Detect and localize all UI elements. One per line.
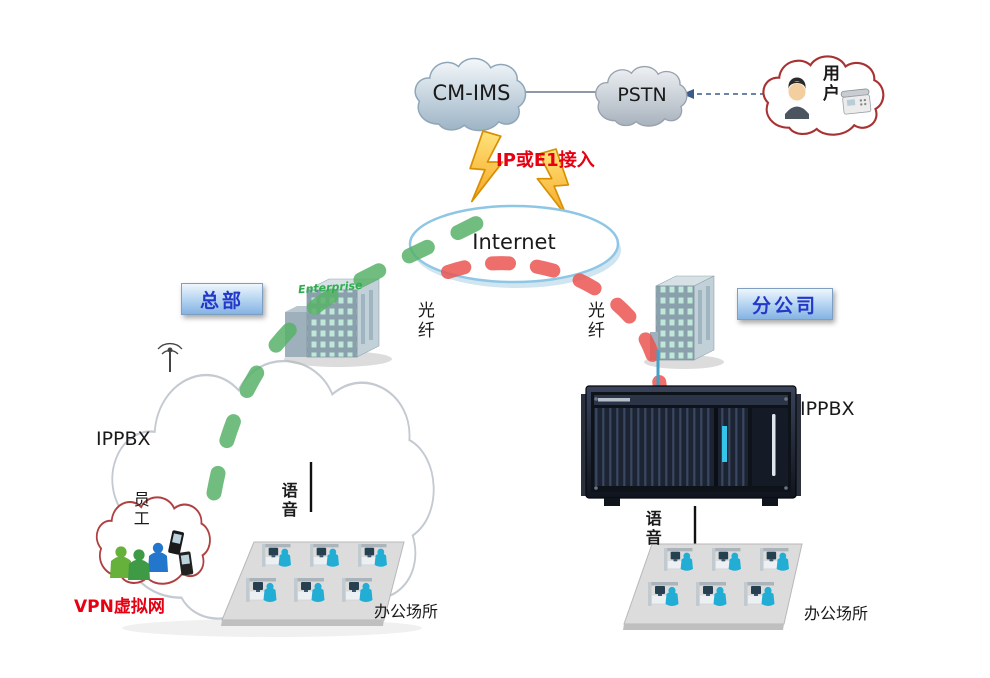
branch-badge-label: 分公司	[751, 294, 818, 317]
user-phone-icon	[840, 88, 872, 115]
staff-phones-icon	[168, 530, 194, 576]
access-type-label: IP或E1接入	[496, 150, 595, 171]
office-label-left: 办公场所	[374, 602, 439, 621]
user-cloud-icon	[762, 55, 885, 136]
fiber-label-left: 光纤	[417, 301, 435, 342]
headquarters-badge: 总部	[181, 283, 263, 315]
staff-label: 员工	[133, 490, 150, 528]
internet-label: Internet	[472, 230, 556, 254]
voice-label-right: 语音	[645, 509, 662, 547]
staff-cloud-icon	[95, 496, 211, 585]
office-label-right: 办公场所	[804, 604, 869, 623]
fiber-label-right: 光纤	[587, 301, 605, 342]
branch-badge: 分公司	[737, 288, 833, 320]
voice-label-left: 语音	[281, 481, 298, 519]
office-area-right	[623, 543, 803, 630]
user-pstn-dashed-link	[682, 89, 765, 99]
user-label: 用户	[822, 64, 840, 105]
branch-building-icon	[644, 275, 724, 369]
staff-people-icon	[110, 542, 168, 580]
vpn-link-green-dashed	[206, 204, 506, 501]
office-area-left	[221, 541, 405, 626]
headquarters-badge-label: 总部	[199, 289, 244, 312]
pstn-label: PSTN	[617, 84, 667, 106]
branch-link-red-dashed	[441, 256, 668, 405]
user-person-icon	[785, 77, 809, 119]
vpn-label: VPN虚拟网	[74, 597, 165, 617]
ippbx-label-right: IPPBX	[800, 398, 855, 420]
arrowhead-icon	[682, 89, 694, 99]
ippbx-label-left: IPPBX	[96, 428, 151, 450]
ippbx-rack-icon	[581, 385, 801, 506]
antenna-icon	[157, 343, 183, 372]
cmims-label: CM-IMS	[432, 81, 511, 105]
